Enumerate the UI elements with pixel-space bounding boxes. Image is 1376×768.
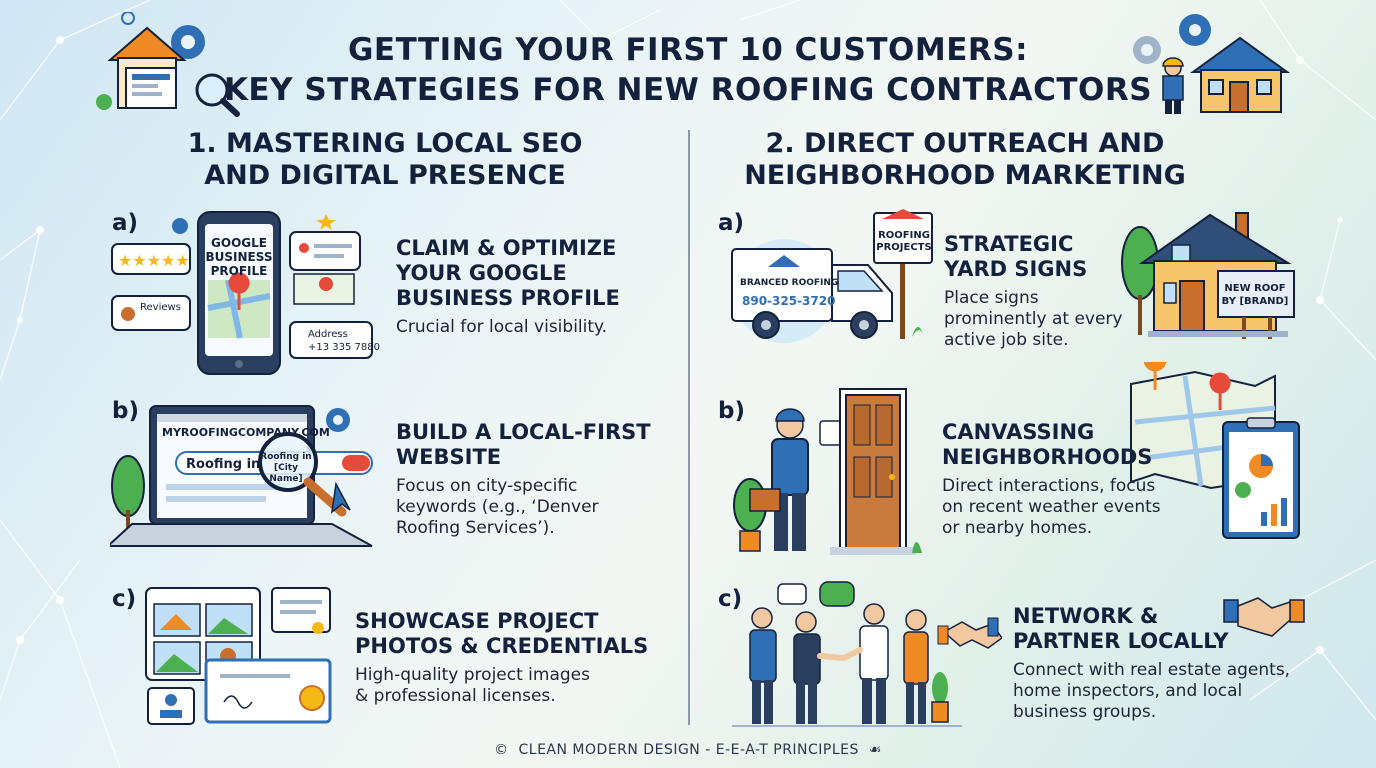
footer: © CLEAN MODERN DESIGN - E-E-A-T PRINCIPL… <box>0 742 1376 758</box>
left-section-heading: 1. MASTERING LOCAL SEO AND DIGITAL PRESE… <box>187 128 583 191</box>
right-item-c: NETWORK &PARTNER LOCALLY Connect with re… <box>1013 604 1333 723</box>
handshake-icon <box>1223 597 1305 637</box>
house-sign-text: NEW ROOF BY [BRAND] <box>1221 283 1289 307</box>
left-item-a-text: Crucial for local visibility. <box>396 317 608 337</box>
svg-text:★★★★★: ★★★★★ <box>118 251 190 270</box>
map-clipboard-illustration <box>1130 362 1300 539</box>
page-title: GETTING YOUR FIRST 10 CUSTOMERS: KEY STR… <box>223 32 1153 108</box>
right-item-b-letter: b) <box>718 398 745 424</box>
right-section-heading: 2. DIRECT OUTREACH AND NEIGHBORHOOD MARK… <box>744 128 1186 191</box>
footer-text: CLEAN MODERN DESIGN - E-E-A-T PRINCIPLES <box>518 742 859 758</box>
reviews-label: Reviews <box>140 302 181 313</box>
website-url: MYROOFINGCOMPANY.COM <box>162 426 330 439</box>
phone-number-label: +13 335 7880 <box>308 342 380 353</box>
right-item-c-letter: c) <box>718 586 743 612</box>
truck-yard-sign-illustration <box>731 209 933 343</box>
right-item-c-heading: NETWORK &PARTNER LOCALLY <box>1013 604 1229 653</box>
phone-screen-text: GOOGLE BUSINESS PROFILE <box>205 236 273 278</box>
website-search-text: Roofing in <box>186 457 261 472</box>
magnifier-text: Roofing in [City Name] <box>260 452 312 484</box>
truck-phone-label: 890-325-3720 <box>742 294 836 308</box>
canvassing-worker-door-illustration <box>733 388 922 555</box>
column-divider <box>688 130 690 725</box>
left-item-a-letter: a) <box>112 210 139 236</box>
truck-brand-label: BRANCED ROOFING <box>740 278 839 288</box>
left-item-b-letter: b) <box>112 398 139 424</box>
photos-credentials-illustration <box>145 587 332 725</box>
leaf-icon: ☙ <box>868 742 882 758</box>
header-house-gear-icon <box>96 12 240 117</box>
left-item-c-text: High-quality project images& professiona… <box>355 665 590 706</box>
address-label: Address <box>308 329 348 340</box>
left-item-c-letter: c) <box>112 586 137 612</box>
yard-sign-text: ROOFING PROJECTS <box>876 230 932 253</box>
networking-people-illustration <box>732 581 1002 727</box>
right-item-c-text: Connect with real estate agents,home ins… <box>1013 660 1291 722</box>
header-worker-house-icon <box>1133 14 1290 114</box>
house-new-roof-illustration <box>1121 212 1295 339</box>
right-item-a-letter: a) <box>718 210 745 236</box>
google-profile-phone-illustration: ★★★★★ <box>111 211 373 375</box>
copyright-icon: © <box>494 742 509 758</box>
laptop-website-illustration <box>110 405 373 547</box>
